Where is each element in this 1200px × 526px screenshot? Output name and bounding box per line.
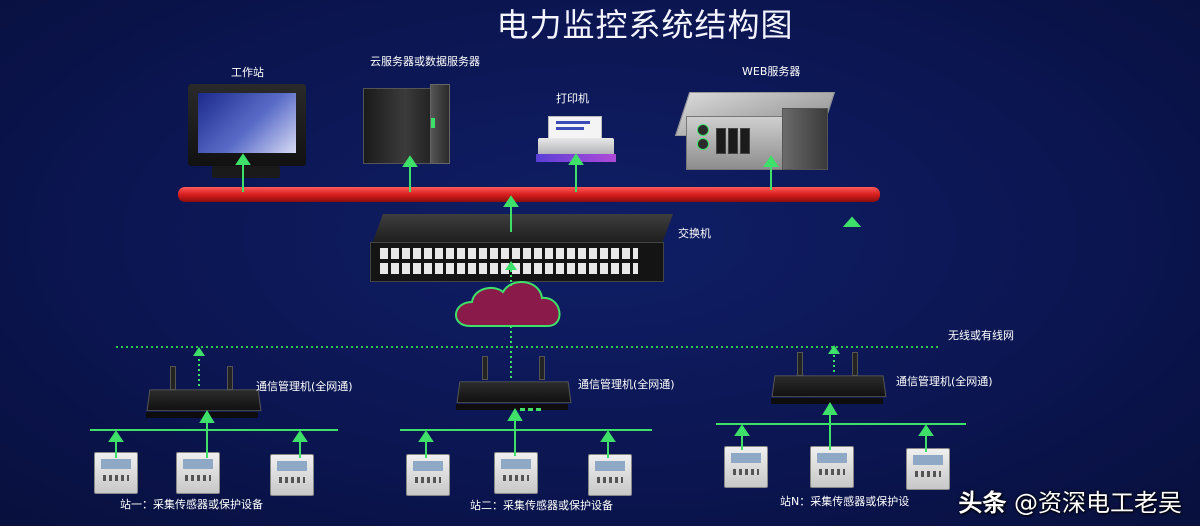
meter-icon: [810, 446, 854, 488]
cloud-server-label: 云服务器或数据服务器: [370, 55, 480, 68]
station-2-caption: 站二：采集传感器或保护设备: [470, 499, 613, 512]
meter-icon: [906, 448, 950, 490]
web-server-label: WEB服务器: [742, 65, 801, 78]
station-1-router-label: 通信管理机(全网通): [256, 380, 353, 393]
watermark-brand: 头条: [958, 489, 1007, 517]
meter-icon: [724, 446, 768, 488]
station-n-router-label: 通信管理机(全网通): [896, 375, 993, 388]
ethernet-bus: [178, 187, 880, 202]
meter-icon: [270, 454, 314, 496]
cloud-icon: [455, 280, 561, 327]
device-uplink-arrows: [235, 153, 862, 232]
meter-icon: [94, 452, 138, 494]
router-network-links: [198, 354, 835, 386]
workstation-label: 工作站: [231, 66, 264, 79]
station-n-caption: 站N：采集传感器或保护设: [780, 495, 910, 508]
diagram-title: 电力监控系统结构图: [496, 6, 794, 44]
meter-icon: [176, 452, 220, 494]
meter-uplink-arrows: [108, 402, 934, 458]
station-1-caption: 站一：采集传感器或保护设备: [120, 498, 263, 511]
switch-label: 交换机: [678, 227, 711, 240]
printer-label: 打印机: [556, 92, 589, 105]
meter-icon: [588, 454, 632, 496]
watermark: 头条 @资深电工老吴: [958, 483, 1182, 518]
watermark-author: @资深电工老吴: [1014, 489, 1182, 517]
station-2-router-label: 通信管理机(全网通): [578, 378, 675, 391]
network-label: 无线或有线网: [948, 329, 1014, 342]
meter-icon: [494, 452, 538, 494]
meter-icon: [406, 454, 450, 496]
station-field-bus: [90, 423, 966, 431]
